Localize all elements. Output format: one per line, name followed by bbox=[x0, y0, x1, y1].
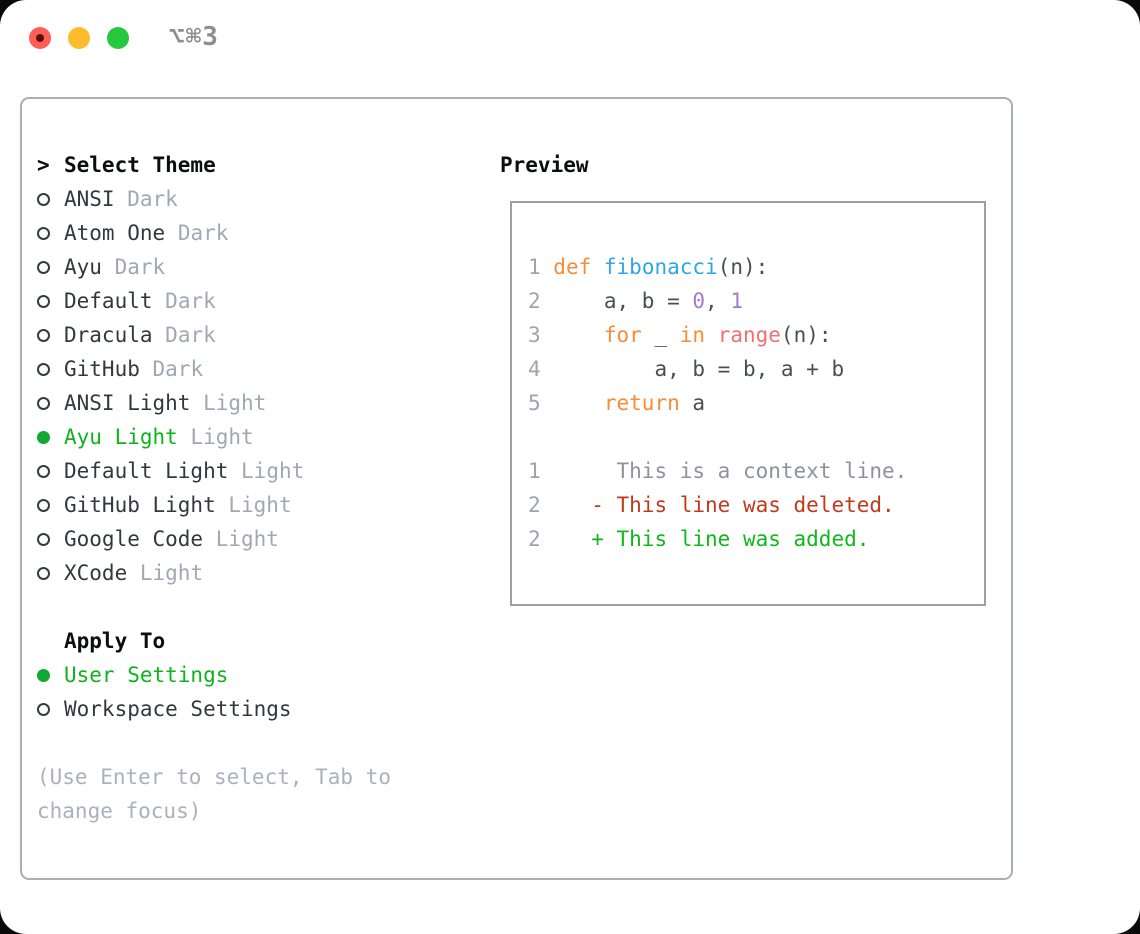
preview-code: 1 def fibonacci(n): 2 a, b = 0, 1 3 for … bbox=[512, 203, 984, 556]
theme-option-default[interactable]: Default Dark bbox=[37, 284, 457, 318]
radio-unselected-icon bbox=[37, 396, 50, 410]
theme-option-default-light[interactable]: Default Light Light bbox=[37, 454, 457, 488]
option-variant-label: Dark bbox=[165, 289, 216, 313]
radio-unselected-icon bbox=[37, 226, 50, 240]
theme-option-ansi[interactable]: ANSI Dark bbox=[37, 182, 457, 216]
theme-option-dracula[interactable]: Dracula Dark bbox=[37, 318, 457, 352]
preview-code-line: 4 a, b = b, a + b bbox=[528, 357, 845, 381]
radio-unselected-icon bbox=[37, 464, 50, 478]
preview-title: Preview bbox=[500, 153, 589, 177]
radio-unselected-icon bbox=[37, 566, 50, 580]
apply-option-user-settings[interactable]: User Settings bbox=[37, 658, 457, 692]
theme-option-google-code[interactable]: Google Code Light bbox=[37, 522, 457, 556]
option-label: Default bbox=[64, 289, 153, 313]
theme-option-ayu[interactable]: Ayu Dark bbox=[37, 250, 457, 284]
radio-unselected-icon bbox=[37, 498, 50, 512]
option-variant-label: Dark bbox=[152, 357, 204, 381]
option-variant-label: Dark bbox=[165, 323, 216, 347]
select-theme-title: Select Theme bbox=[64, 153, 216, 177]
option-variant-label: Light bbox=[190, 425, 254, 449]
radio-unselected-icon bbox=[37, 192, 50, 206]
spacer bbox=[37, 590, 457, 624]
zoom-button[interactable] bbox=[107, 27, 129, 49]
option-label: Default Light bbox=[64, 459, 229, 483]
help-text: (Use Enter to select, Tab to change focu… bbox=[37, 765, 392, 823]
radio-unselected-icon bbox=[37, 702, 50, 716]
apply-option-workspace-settings[interactable]: Workspace Settings bbox=[37, 692, 457, 726]
radio-unselected-icon bbox=[37, 362, 50, 376]
option-label: Google Code bbox=[64, 527, 204, 551]
option-label: User Settings bbox=[64, 663, 229, 687]
select-theme-header: > Select Theme bbox=[37, 148, 457, 182]
theme-option-ansi-light[interactable]: ANSI Light Light bbox=[37, 386, 457, 420]
theme-option-github[interactable]: GitHub Dark bbox=[37, 352, 457, 386]
apply-to-title: Apply To bbox=[64, 629, 166, 653]
prompt-arrow-icon: > bbox=[37, 153, 50, 177]
preview-code-line: 2 + This line was added. bbox=[528, 527, 870, 551]
option-variant-label: Light bbox=[203, 391, 267, 415]
option-variant-label: Dark bbox=[177, 221, 229, 245]
option-label: Workspace Settings bbox=[64, 697, 292, 721]
option-label: Ayu bbox=[64, 255, 102, 279]
option-label: ANSI bbox=[64, 187, 115, 211]
preview-code-line: 2 - This line was deleted. bbox=[528, 493, 895, 517]
theme-option-atom-one[interactable]: Atom One Dark bbox=[37, 216, 457, 250]
preview-code-line: 3 for _ in range(n): bbox=[528, 323, 832, 347]
option-variant-label: Dark bbox=[127, 187, 178, 211]
preview-code-line: 5 return a bbox=[528, 391, 706, 415]
option-variant-label: Light bbox=[228, 493, 292, 517]
option-label: Dracula bbox=[64, 323, 153, 347]
option-variant-label: Dark bbox=[114, 255, 166, 279]
option-variant-label: Light bbox=[215, 527, 279, 551]
radio-unselected-icon bbox=[37, 294, 50, 308]
radio-unselected-icon bbox=[37, 532, 50, 546]
radio-unselected-icon bbox=[37, 260, 50, 274]
window-title: ⌥⌘3 bbox=[169, 22, 219, 52]
option-label: Ayu Light bbox=[64, 425, 178, 449]
option-label: ANSI Light bbox=[64, 391, 191, 415]
option-label: Atom One bbox=[64, 221, 166, 245]
preview-box: 1 def fibonacci(n): 2 a, b = 0, 1 3 for … bbox=[510, 201, 986, 606]
theme-option-xcode[interactable]: XCode Light bbox=[37, 556, 457, 590]
radio-unselected-icon bbox=[37, 328, 50, 342]
preview-code-line: 2 a, b = 0, 1 bbox=[528, 289, 743, 313]
spacer bbox=[37, 726, 457, 760]
theme-option-ayu-light[interactable]: Ayu Light Light bbox=[37, 420, 457, 454]
option-label: GitHub Light bbox=[64, 493, 216, 517]
option-variant-label: Light bbox=[241, 459, 305, 483]
close-button[interactable] bbox=[29, 27, 51, 49]
option-variant-label: Light bbox=[139, 561, 204, 585]
titlebar bbox=[29, 27, 129, 49]
option-label: GitHub bbox=[64, 357, 140, 381]
preview-code-line: 1 This is a context line. bbox=[528, 459, 908, 483]
radio-selected-icon bbox=[37, 668, 50, 682]
apply-to-header: Apply To bbox=[37, 624, 457, 658]
theme-option-github-light[interactable]: GitHub Light Light bbox=[37, 488, 457, 522]
minimize-button[interactable] bbox=[68, 27, 90, 49]
option-label: XCode bbox=[64, 561, 128, 585]
preview-code-line: 1 def fibonacci(n): bbox=[528, 255, 769, 279]
radio-selected-icon bbox=[37, 430, 50, 444]
